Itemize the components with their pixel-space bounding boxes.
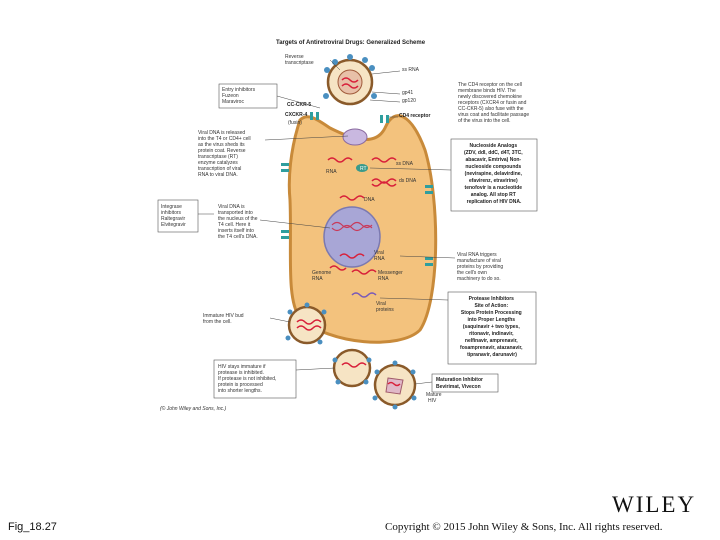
- text-integrase-inhibitors: Integrase inhibitors Raltegravir Elviteg…: [161, 204, 187, 228]
- viral-rna-squiggle: [339, 253, 365, 259]
- mature-spikes: [372, 360, 417, 410]
- text-maturation-inhibitor: Maturation Inhibitor Bevirimat, Vivecon: [436, 377, 484, 390]
- label-messenger-rna: Messenger RNA: [378, 270, 404, 282]
- entering-virion: [326, 58, 374, 106]
- virion-spikes: [323, 54, 377, 99]
- label-gp120: gp120: [402, 98, 416, 104]
- label-dna: DNA: [364, 197, 375, 203]
- text-viral-rna-triggers: Viral RNA triggers manufacture of viral …: [457, 252, 505, 282]
- text-cd4-description: The CD4 receptor on the cell membrane bi…: [458, 82, 531, 124]
- label-mature-hiv: Mature HIV: [426, 392, 443, 404]
- box-integrase-inhibitors: [157, 199, 199, 233]
- figure-label: Fig_18.27: [8, 521, 57, 533]
- ss-dna-squiggle: [371, 157, 397, 163]
- text-viral-dna-transported: Viral DNA is transported into the nucleu…: [218, 204, 259, 240]
- label-gp41: gp41: [402, 90, 413, 96]
- label-ss-rna-top: ss RNA: [402, 67, 420, 73]
- label-genome-rna: Genome RNA: [312, 270, 333, 282]
- diagram-title: Targets of Antiretroviral Drugs: General…: [276, 40, 426, 46]
- wiley-logo: WILEY: [612, 492, 697, 517]
- host-dna-helix: [331, 221, 373, 229]
- label-ss-dna: ss DNA: [396, 161, 414, 167]
- box-nucleoside-analogs: [450, 138, 538, 212]
- rna-squiggle: [327, 157, 353, 163]
- cd4-receptors: [281, 112, 433, 266]
- label-viral-proteins: Viral proteins: [376, 301, 394, 313]
- ds-dna-squiggle: [371, 178, 397, 184]
- protein-chain: [351, 292, 377, 298]
- text-entry-inhibitors: Entry inhibitors Fuzeon Maraviroc: [222, 87, 256, 105]
- label-rt: RT: [360, 166, 367, 172]
- label-ds-dna: ds DNA: [399, 178, 417, 184]
- reverse-transcriptase-blob: [356, 164, 368, 172]
- label-rna: RNA: [326, 169, 337, 175]
- box-maturation-inhibitor: [431, 373, 499, 393]
- label-fusin: (fusin): [288, 120, 302, 126]
- dna-squiggle: [339, 195, 365, 201]
- budding-spikes: [332, 357, 372, 385]
- uncoating-virus: [342, 128, 368, 146]
- box-protease-inhibitors: [447, 291, 537, 365]
- text-hiv-stays-immature: HIV stays immature if protease is inhibi…: [218, 364, 278, 394]
- genome-rna-squiggle: [329, 265, 347, 271]
- text-nucleoside-analogs: Nucleoside Analogs (ZDV, ddI, ddC, d4T, …: [464, 143, 524, 205]
- label-cd4-receptor: CD4 receptor: [399, 113, 430, 119]
- label-cxcr4: CXCKR-4: [285, 112, 307, 118]
- label-reverse-transcriptase: Reverse transcriptase: [285, 54, 314, 66]
- image-credit: (© John Wiley and Sons, Inc.): [160, 405, 227, 412]
- host-dna-helix-2: [331, 224, 373, 232]
- box-hiv-stays-immature: [213, 359, 297, 399]
- immature-bud-virion: [287, 305, 327, 345]
- label-immature-bud: Immature HIV bud from the cell.: [203, 313, 245, 325]
- leader-lines: [198, 59, 456, 385]
- copyright-notice: Copyright © 2015 John Wiley & Sons, Inc.…: [385, 521, 663, 533]
- mature-hiv-virion: [373, 363, 417, 407]
- text-viral-dna-released: Viral DNA is released into the T4 or CD4…: [198, 130, 252, 178]
- label-viral-rna: Viral RNA: [374, 250, 385, 262]
- bud-spikes: [285, 302, 327, 345]
- messenger-rna-squiggle: [351, 269, 377, 275]
- label-ccr5: CC-CKR-5: [287, 102, 311, 108]
- ds-dna-squiggle-2: [371, 181, 397, 187]
- text-protease-inhibitors: Protease Inhibitors Site of Action: Stop…: [460, 296, 524, 358]
